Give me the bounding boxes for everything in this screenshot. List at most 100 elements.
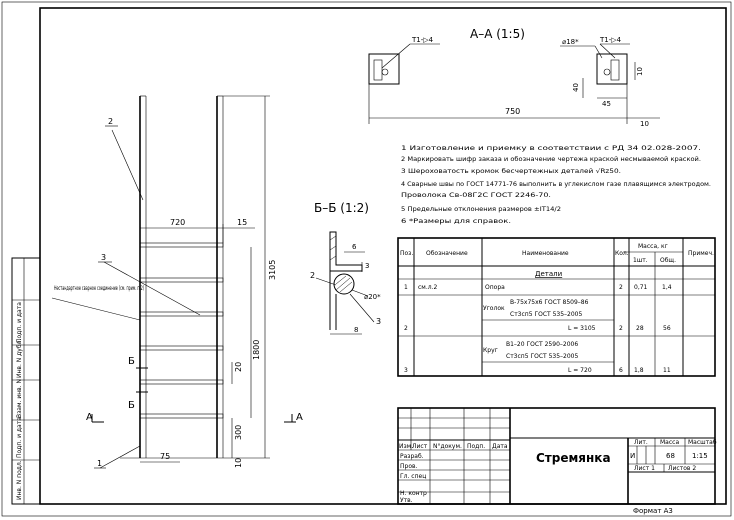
th-note: Примеч.: [688, 250, 714, 257]
side-stamp-text-2: Подп. и дата: [16, 417, 23, 458]
th-mass-unit: 1шт.: [633, 257, 648, 264]
dim-75: 75: [160, 452, 170, 461]
th-pos: Поз.: [400, 250, 413, 257]
tb-n-kontr: Н. контр: [400, 490, 427, 497]
dim-1800: 1800: [252, 340, 261, 360]
tb-mass-value: 68: [666, 452, 675, 460]
tb-scale-label: Масштаб: [688, 439, 717, 446]
dim-10-aa-top: 10: [636, 67, 644, 76]
hole-dim: ⌀18*: [562, 38, 579, 46]
note-3: 3 Шероховатость кромок бесчертежных дета…: [401, 168, 621, 175]
tb-utv: Утв.: [400, 497, 413, 504]
row-round-name2: Ст3сп5 ГОСТ 535–2005: [506, 353, 578, 360]
tb-data: Дата: [492, 443, 508, 450]
row1-name: Опора: [485, 284, 505, 291]
tb-podp: Подп.: [467, 443, 485, 450]
dim-10-main: 10: [234, 458, 243, 468]
dim-300: 300: [234, 425, 243, 440]
dim-20-main: 20: [234, 362, 243, 372]
th-name: Наименование: [522, 250, 569, 257]
weld-note: Нестандартное сварное соединение (см. пр…: [54, 285, 144, 292]
callout-2-bb: 2: [310, 271, 315, 280]
side-stamp-text-3: Взам. инв. N: [16, 379, 23, 418]
row2-qty: 2: [619, 325, 623, 332]
dim-6-bb: 6: [352, 243, 357, 251]
row3-mass-total: 11: [663, 367, 671, 374]
cut-a-left: А: [86, 412, 93, 423]
row2-name: L = 3105: [568, 325, 596, 332]
row-round-name: В1–20 ГОСТ 2590–2006: [506, 341, 578, 348]
callout-3-bb: 3: [376, 317, 381, 326]
side-stamp-text-5: Подп. и дата: [16, 302, 23, 343]
tb-format: Формат А3: [633, 507, 673, 515]
callout-3-main: 3: [101, 253, 106, 262]
th-mass: Масса, кг: [638, 243, 668, 250]
note-1: 1 Изготовление и приемку в соответствии …: [401, 145, 701, 152]
tb-izm: Изм.: [399, 443, 413, 450]
tb-list: Лист: [412, 443, 428, 450]
row2-mass-total: 56: [663, 325, 671, 332]
row3-mass-unit: 1,8: [634, 367, 644, 374]
note-2: 2 Маркировать шифр заказа и обозначение …: [401, 156, 701, 163]
th-qty: Кол.: [615, 250, 629, 257]
section-bb: Б–Б (1:2) 6 3 8 ⌀20* 2 3: [310, 201, 381, 335]
tb-gl-spec: Гл. спец: [400, 473, 426, 480]
cut-b-bottom: Б: [128, 400, 135, 411]
weld-left: Т1-▷4: [411, 36, 434, 44]
section-aa-title: А–А (1:5): [470, 27, 525, 41]
dim-15: 15: [237, 218, 247, 227]
callout-2-main: 2: [108, 117, 113, 126]
section-details: Детали: [535, 270, 562, 278]
row3-qty: 6: [619, 367, 623, 374]
row1-pos: 1: [404, 284, 408, 291]
tb-lit-value: И: [630, 452, 635, 460]
row3-name: L = 720: [568, 367, 592, 374]
dim-10-aa-bottom: 10: [640, 120, 649, 128]
side-stamp: Инв. N подл. Подп. и дата Взам. инв. N И…: [11, 257, 41, 505]
th-designation: Обозначение: [426, 250, 468, 257]
row1-designation: см.л.2: [418, 284, 437, 291]
dim-45: 45: [602, 100, 611, 108]
tb-ndokum: N°докум.: [433, 443, 462, 450]
cut-b-top: Б: [128, 356, 135, 367]
note-5: 5 Предельные отклонения размеров ±IT14/2: [401, 206, 561, 213]
note-6: 6 *Размеры для справок.: [401, 218, 511, 225]
row-angle-prefix: Уголок: [483, 305, 505, 312]
technical-notes: 1 Изготовление и приемку в соответствии …: [401, 145, 711, 225]
callout-1-main: 1: [97, 459, 102, 468]
dim-720: 720: [170, 218, 185, 227]
section-bb-title: Б–Б (1:2): [314, 201, 369, 215]
cut-a-right: А: [296, 412, 303, 423]
tb-razrab: Разраб.: [400, 453, 424, 460]
tb-sheet: Лист 1: [634, 465, 655, 472]
dim-3-bb: 3: [365, 262, 369, 270]
tb-scale-value: 1:15: [692, 452, 708, 460]
rungs: [139, 242, 224, 419]
dim-20-bb: ⌀20*: [364, 293, 381, 301]
side-stamp-text-4: Инв. N дубл.: [16, 339, 23, 378]
dim-750: 750: [505, 107, 520, 116]
tb-lit-label: Лит.: [634, 439, 648, 446]
main-view: 720 15 3105 1800 20 300 10 75 2 3 1: [51, 95, 303, 469]
row-angle-name: В-75х75х6 ГОСТ 8509–86: [510, 299, 589, 306]
specification-table: Поз. Обозначение Наименование Кол. Масса…: [397, 237, 716, 377]
tb-mass-label: Масса: [660, 439, 679, 446]
dim-3105: 3105: [268, 260, 277, 280]
row2-mass-unit: 28: [636, 325, 644, 332]
dim-40: 40: [572, 83, 580, 92]
weld-right: Т1-▷4: [599, 36, 622, 44]
row2-pos: 2: [404, 325, 408, 332]
note-4b: Проволока Св-08Г2С ГОСТ 2246-70.: [401, 192, 551, 199]
tb-sheets: Листов 2: [668, 465, 696, 472]
row-round-prefix: Круг: [483, 347, 498, 354]
title-block: Изм. Лист N°докум. Подп. Дата Разраб. Пр…: [397, 407, 717, 515]
row-angle-name2: Ст3сп5 ГОСТ 535–2005: [510, 311, 582, 318]
row1-mass-total: 1,4: [662, 284, 672, 291]
row1-qty: 2: [619, 284, 623, 291]
note-4: 4 Сварные швы по ГОСТ 14771-76 выполнить…: [401, 181, 711, 188]
tb-prov: Пров.: [400, 463, 418, 470]
section-aa: А–А (1:5) Т1-▷4 ⌀18* Т1-▷4 10 45 40 750 …: [368, 27, 660, 128]
dim-8-bb: 8: [354, 326, 358, 334]
